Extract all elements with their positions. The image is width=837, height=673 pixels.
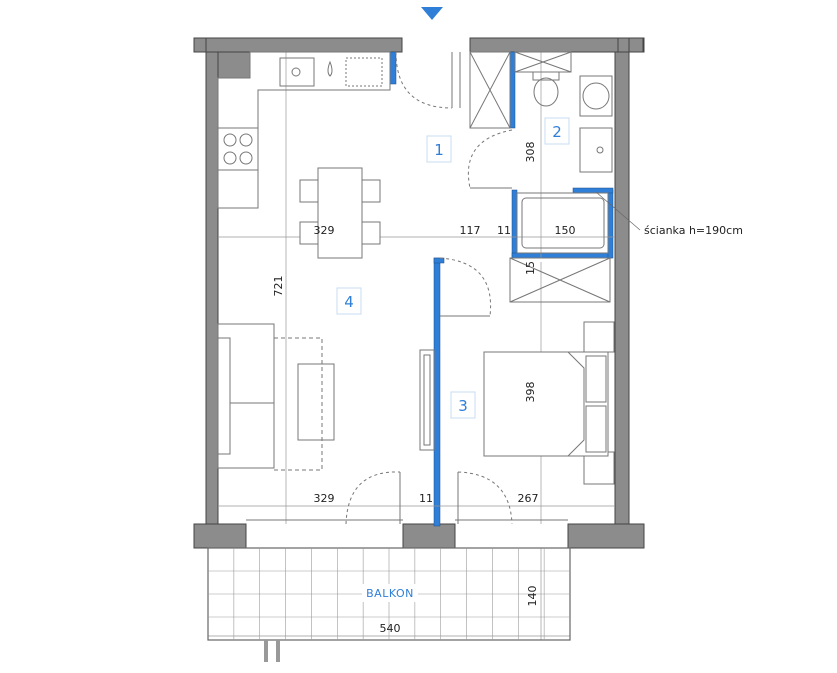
burner-icon [223, 151, 237, 165]
washer-drum-icon [582, 82, 610, 110]
wall-right-outer [628, 37, 644, 53]
utility-area [509, 257, 611, 303]
bed-blanket-fold [567, 351, 585, 457]
wall-bottom-mid [402, 523, 456, 549]
washbasin-drain-icon [596, 146, 604, 154]
chair-icon [299, 179, 321, 203]
chair-icon [359, 179, 381, 203]
dim-label-117: 117 [460, 224, 481, 237]
balcony-label: BALKON [366, 587, 414, 600]
dishwasher-icon [345, 57, 383, 87]
entrance-triangle-icon [421, 7, 443, 20]
dining-set [299, 167, 381, 259]
balcony-post [264, 640, 268, 662]
room-number-1: 1 [434, 141, 444, 159]
balcony-label-box [362, 584, 418, 602]
dim-label-11-bottom: 11 [419, 492, 433, 505]
doors [246, 51, 568, 525]
chair-icon [359, 221, 381, 245]
shower-x [514, 51, 572, 73]
wardrobe-inner [423, 354, 431, 446]
kitchen [217, 51, 391, 209]
partition-bath-bottom [511, 252, 613, 259]
dim-label-329-top: 329 [314, 224, 335, 237]
wall-top-segment [205, 37, 403, 53]
note-leader-line [595, 191, 641, 231]
sofa [217, 323, 275, 469]
dim-label-329-bottom: 329 [314, 492, 335, 505]
wall-right [614, 51, 630, 529]
balcony-door-left [345, 471, 401, 525]
partition-note: ścianka h=190cm [644, 224, 743, 237]
partition-bathroom-lower [511, 189, 518, 259]
dim-label-398: 398 [524, 382, 537, 403]
bathtub-inner [521, 197, 605, 249]
balcony-post [276, 640, 280, 662]
dim-label-308: 308 [524, 142, 537, 163]
partition-bedroom-cap [433, 257, 445, 264]
bedroom-furniture [483, 321, 615, 485]
utility-x [509, 257, 611, 303]
shower-x [469, 51, 511, 129]
partition-bathroom-left [509, 51, 516, 129]
coffee-table [297, 363, 335, 441]
room-badge-4 [336, 287, 362, 315]
partition-bath-right [607, 189, 614, 259]
dim-label-721: 721 [272, 276, 285, 297]
dim-label-150: 150 [555, 224, 576, 237]
room-number-3: 3 [458, 397, 468, 415]
dimension-labels: 329 117 11 150 308 15 721 398 329 11 267… [272, 142, 576, 636]
room-number-4: 4 [344, 293, 354, 311]
sofa-back [217, 337, 231, 455]
entrance-door [395, 51, 453, 109]
room-badge-1 [426, 135, 452, 163]
burner-icon [239, 151, 253, 165]
room-badge-2 [544, 117, 570, 145]
sink-icon [279, 57, 315, 87]
washing-machine [579, 75, 613, 117]
burner-icon [223, 133, 237, 147]
living-area [217, 323, 335, 471]
dim-label-540: 540 [380, 622, 401, 635]
water-drop-icon [327, 60, 333, 77]
dim-label-11-top: 11 [497, 224, 511, 237]
wall-left-stub [215, 51, 251, 79]
walls [193, 37, 645, 549]
wall-left [205, 51, 219, 529]
room-badge-3 [450, 391, 476, 419]
stove-icon [217, 127, 259, 171]
bathtub [516, 192, 609, 254]
dim-label-267: 267 [518, 492, 539, 505]
bathroom-door [467, 129, 513, 189]
nightstand [583, 321, 615, 353]
room-badges: 1 2 3 4 [336, 117, 570, 419]
bathroom [469, 51, 613, 303]
wall-bottom-right [567, 523, 645, 549]
nightstand [583, 451, 615, 485]
partition-kitchen [389, 51, 397, 85]
wardrobe [419, 349, 435, 451]
pillow [585, 405, 607, 453]
toilet-icon [533, 77, 559, 107]
bedroom-door [439, 257, 492, 317]
dim-label-15: 15 [524, 261, 537, 275]
washbasin-icon [579, 127, 613, 173]
drain-icon [291, 67, 301, 77]
dining-table [317, 167, 363, 259]
wall-top-right-segment [469, 37, 619, 53]
dim-label-140: 140 [526, 586, 539, 607]
partition-bath-top [572, 187, 614, 194]
room-number-2: 2 [552, 123, 562, 141]
rug [273, 337, 323, 471]
balcony [207, 547, 571, 662]
partition-bedroom [433, 257, 441, 527]
shower-tray [469, 51, 511, 129]
kitchen-counter [217, 51, 391, 209]
toilet-tank [532, 71, 560, 81]
wall-bottom-left [193, 523, 247, 549]
burner-icon [239, 133, 253, 147]
balcony-door-right [457, 471, 513, 525]
pillow [585, 355, 607, 403]
